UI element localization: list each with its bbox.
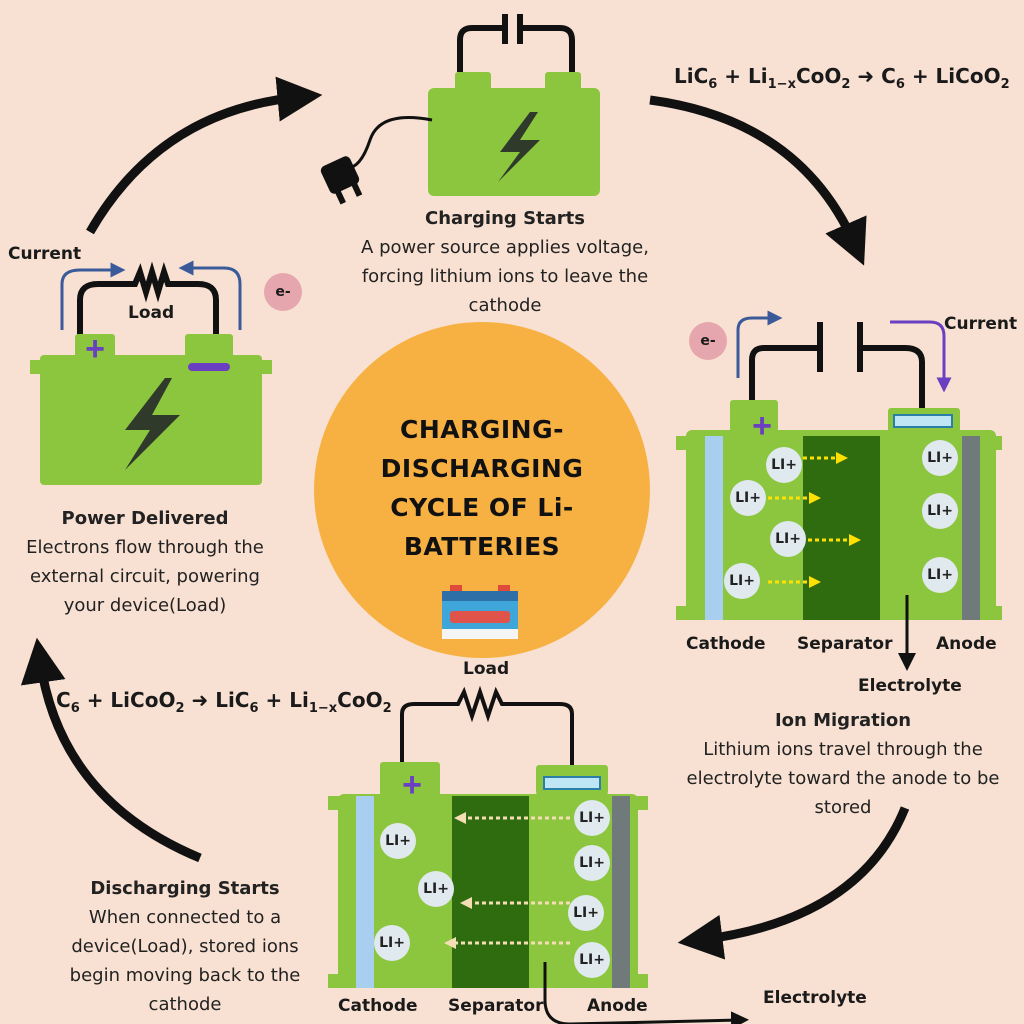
center-circle — [314, 322, 650, 658]
electron-badge-right: e- — [689, 322, 727, 360]
cycle-arrow-bottom-left — [20, 637, 202, 863]
electrolyte-label-bottom: Electrolyte — [763, 988, 867, 1008]
discharging-starts-line: device(Load), stored ions — [71, 936, 299, 957]
charging-starts-block: Charging Starts A power source applies v… — [330, 204, 680, 320]
cycle-arrow-top-right — [649, 95, 867, 266]
ion-migration-line: Lithium ions travel through the — [703, 739, 983, 760]
power-delivered-block: Power Delivered Electrons flow through t… — [0, 504, 290, 620]
cycle-arrow-top-left — [86, 76, 323, 235]
load-label-left: Load — [128, 303, 175, 323]
lithium-ion: LI+ — [574, 942, 610, 978]
lithium-ion: LI+ — [766, 447, 802, 483]
ion-migration-line: electrolyte toward the anode to be — [686, 768, 1000, 789]
lithium-ion: LI+ — [568, 895, 604, 931]
anode-label-bottom: Anode — [587, 996, 648, 1016]
anode-label-right: Anode — [936, 634, 997, 654]
load-label-bottom: Load — [463, 659, 510, 679]
center-title-line: BATTERIES — [403, 532, 561, 561]
separator-label-right: Separator — [797, 634, 893, 654]
power-delivered-line: your device(Load) — [63, 595, 227, 616]
center-title: CHARGING- DISCHARGING CYCLE OF Li- BATTE… — [352, 410, 612, 566]
left-battery: + — [30, 260, 272, 485]
electrolyte-label-right: Electrolyte — [858, 676, 962, 696]
lithium-ion: LI+ — [574, 800, 610, 836]
lithium-ion: LI+ — [730, 480, 766, 516]
discharging-starts-title: Discharging Starts — [90, 878, 280, 899]
battery-icon — [442, 585, 518, 639]
lithium-ion: LI+ — [770, 521, 806, 557]
ion-migration-line: stored — [814, 797, 872, 818]
cycle-arrow-bottom-right — [677, 806, 910, 960]
charging-starts-title: Charging Starts — [425, 208, 585, 229]
power-delivered-line: Electrons flow through the — [26, 537, 264, 558]
lithium-ion: LI+ — [922, 557, 958, 593]
discharging-starts-line: cathode — [148, 994, 222, 1015]
current-label-right: Current — [944, 314, 1018, 334]
current-label-left: Current — [8, 244, 82, 264]
bottom-battery: + — [328, 685, 749, 1024]
right-battery: + — [676, 310, 1002, 671]
lithium-ion: LI+ — [418, 871, 454, 907]
power-delivered-title: Power Delivered — [61, 508, 229, 529]
svg-text:+: + — [402, 766, 422, 804]
discharging-starts-line: When connected to a — [88, 907, 282, 928]
center-title-line: CHARGING- — [399, 415, 564, 444]
separator-label-bottom: Separator — [448, 996, 544, 1016]
lithium-ion: LI+ — [922, 440, 958, 476]
ion-migration-title: Ion Migration — [774, 710, 912, 731]
cathode-label-right: Cathode — [686, 634, 766, 654]
discharging-starts-line: begin moving back to the — [69, 965, 301, 986]
lithium-ion: LI+ — [574, 845, 610, 881]
cathode-label-bottom: Cathode — [338, 996, 418, 1016]
lithium-ion: LI+ — [374, 925, 410, 961]
discharge-equation: C6 + LiCoO2 ➜ LiC6 + Li1−xCoO2 — [56, 688, 392, 716]
center-title-line: CYCLE OF Li- — [390, 493, 574, 522]
svg-text:+: + — [752, 407, 772, 445]
top-battery — [320, 14, 600, 205]
electron-badge-left: e- — [264, 273, 302, 311]
svg-text:+: + — [85, 330, 105, 368]
lithium-ion: LI+ — [724, 563, 760, 599]
ion-migration-block: Ion Migration Lithium ions travel throug… — [662, 706, 1024, 822]
lithium-ion: LI+ — [922, 493, 958, 529]
discharging-starts-block: Discharging Starts When connected to a d… — [50, 874, 320, 1019]
lithium-ion: LI+ — [380, 823, 416, 859]
charging-starts-line: forcing lithium ions to leave the — [361, 266, 649, 287]
charging-starts-line: A power source applies voltage, — [361, 237, 649, 258]
charge-equation: LiC6 + Li1−xCoO2 ➜ C6 + LiCoO2 — [674, 64, 1010, 92]
center-title-line: DISCHARGING — [380, 454, 584, 483]
charging-starts-line: cathode — [468, 295, 542, 316]
power-delivered-line: external circuit, powering — [30, 566, 260, 587]
